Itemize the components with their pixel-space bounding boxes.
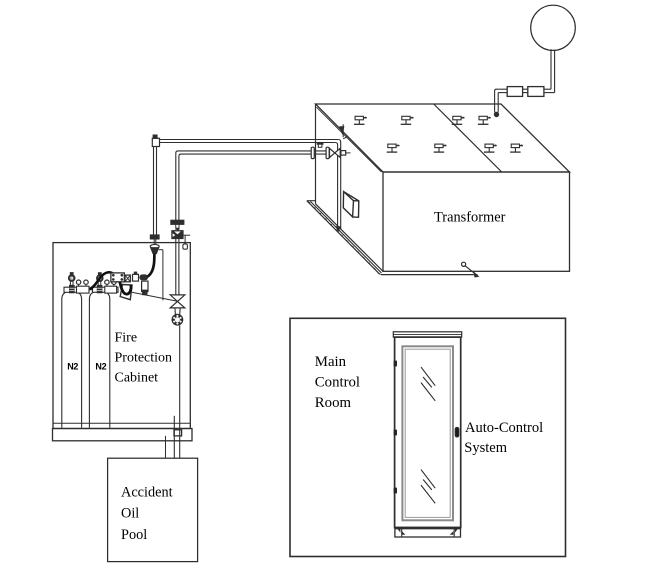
svg-text:Pool: Pool bbox=[121, 527, 147, 543]
svg-text:Control: Control bbox=[315, 375, 360, 391]
svg-text:System: System bbox=[464, 440, 507, 456]
svg-text:Transformer: Transformer bbox=[434, 210, 506, 226]
svg-text:Protection: Protection bbox=[115, 350, 173, 365]
svg-text:N2: N2 bbox=[95, 361, 106, 371]
svg-text:Cabinet: Cabinet bbox=[115, 370, 159, 385]
svg-text:Accident: Accident bbox=[121, 485, 173, 501]
svg-text:N2: N2 bbox=[67, 361, 78, 371]
svg-text:Main: Main bbox=[315, 354, 347, 370]
svg-text:Room: Room bbox=[315, 395, 352, 411]
svg-text:Fire: Fire bbox=[115, 330, 138, 345]
svg-text:Auto-Control: Auto-Control bbox=[465, 420, 543, 436]
svg-text:Oil: Oil bbox=[121, 506, 139, 522]
